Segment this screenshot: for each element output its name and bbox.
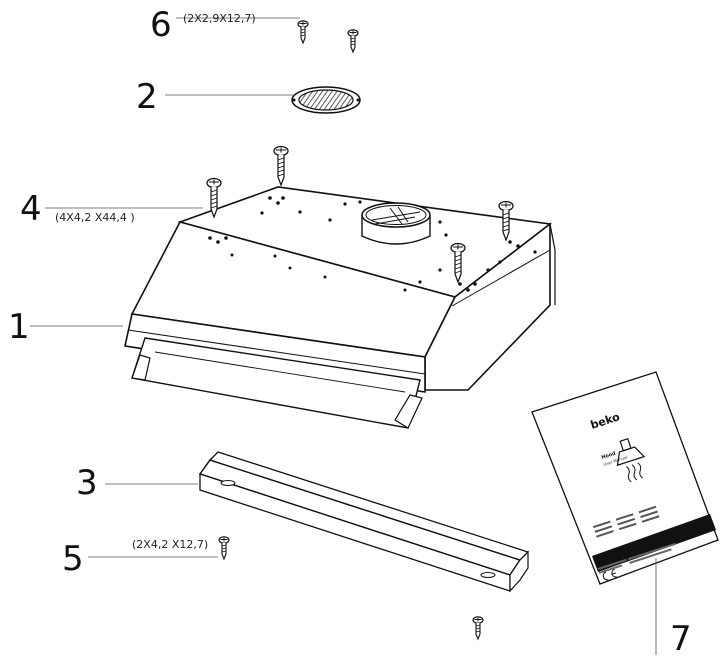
mounting-bracket	[198, 451, 530, 593]
part-number-7: 7	[670, 619, 692, 659]
part-number-6: 6	[150, 5, 172, 45]
part-number-3: 3	[76, 463, 98, 503]
manual-title-text: Hood	[601, 451, 617, 461]
part-spec-4: (4X4,2 X44,4 )	[55, 211, 135, 224]
part-number-5: 5	[62, 539, 84, 579]
part-number-2: 2	[136, 77, 158, 117]
part-spec-5: (2X4,2 X12,7)	[132, 538, 209, 551]
leader-lines	[30, 17, 657, 655]
grill-screw	[347, 29, 359, 53]
bracket-screw	[218, 536, 230, 560]
cooker-hood	[124, 186, 556, 429]
mesh-grill	[291, 86, 361, 114]
user-manual-booklet: beko Hood User Manual	[531, 371, 719, 585]
part-spec-6: (2X2,9X12,7)	[183, 12, 256, 25]
hood-screw	[273, 145, 289, 186]
part-number-4: 4	[20, 189, 42, 229]
grill-screw	[297, 20, 309, 44]
bracket-screw	[472, 616, 484, 640]
part-number-1: 1	[8, 307, 30, 347]
